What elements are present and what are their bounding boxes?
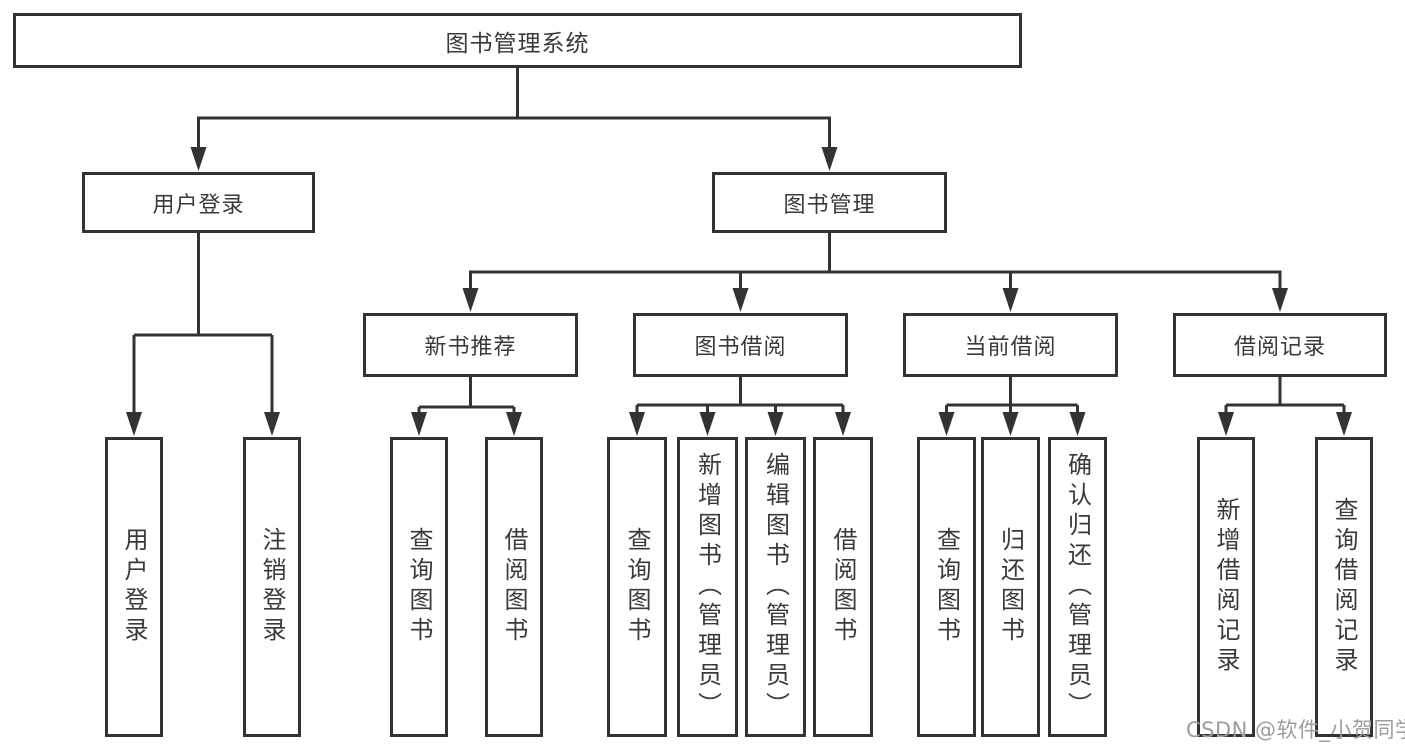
node-current-borrowing: 当前借阅: [903, 313, 1118, 377]
leaf-search-books-current-label: 查询图书: [932, 527, 961, 647]
leaf-logout-label: 注销登录: [258, 527, 286, 647]
node-borrowing-records: 借阅记录: [1173, 313, 1387, 377]
leaf-return-books-label: 归还图书: [996, 527, 1025, 647]
leaf-search-books-current: 查询图书: [917, 437, 976, 737]
leaf-search-books-borrowing-label: 查询图书: [623, 527, 651, 647]
leaf-edit-book-admin: 编辑图书（管理员）: [745, 437, 806, 737]
leaf-confirm-return-admin-label: 确认归还（管理员）: [1063, 452, 1092, 722]
leaf-borrow-books-recommend: 借阅图书: [485, 437, 543, 737]
leaf-search-books-recommend-label: 查询图书: [405, 527, 433, 647]
leaf-search-borrow-record-label: 查询借阅记录: [1330, 497, 1358, 677]
leaf-borrow-books-borrowing: 借阅图书: [813, 437, 873, 737]
leaf-logout: 注销登录: [243, 437, 301, 737]
node-user-login: 用户登录: [82, 172, 315, 233]
leaf-user-login-label: 用户登录: [120, 527, 148, 647]
csdn-watermark: CSDN @软件_小贺同学: [1186, 718, 1405, 742]
node-book-borrowing: 图书借阅: [633, 313, 848, 377]
leaf-add-book-admin-label: 新增图书（管理员）: [693, 452, 722, 722]
leaf-add-borrow-record: 新增借阅记录: [1197, 437, 1255, 737]
node-library-management-system: 图书管理系统: [13, 13, 1022, 68]
leaf-confirm-return-admin: 确认归还（管理员）: [1048, 437, 1107, 737]
leaf-add-book-admin: 新增图书（管理员）: [677, 437, 738, 737]
leaf-borrow-books-borrowing-label: 借阅图书: [829, 527, 857, 647]
node-new-book-recommend: 新书推荐: [363, 313, 578, 377]
leaf-add-borrow-record-label: 新增借阅记录: [1212, 497, 1240, 677]
leaf-borrow-books-recommend-label: 借阅图书: [500, 527, 528, 647]
leaf-search-books-borrowing: 查询图书: [607, 437, 667, 737]
leaf-search-books-recommend: 查询图书: [390, 437, 448, 737]
leaf-return-books: 归还图书: [981, 437, 1040, 737]
leaf-user-login: 用户登录: [105, 437, 163, 737]
leaf-search-borrow-record: 查询借阅记录: [1315, 437, 1373, 737]
leaf-edit-book-admin-label: 编辑图书（管理员）: [761, 452, 790, 722]
node-book-management: 图书管理: [712, 172, 947, 233]
